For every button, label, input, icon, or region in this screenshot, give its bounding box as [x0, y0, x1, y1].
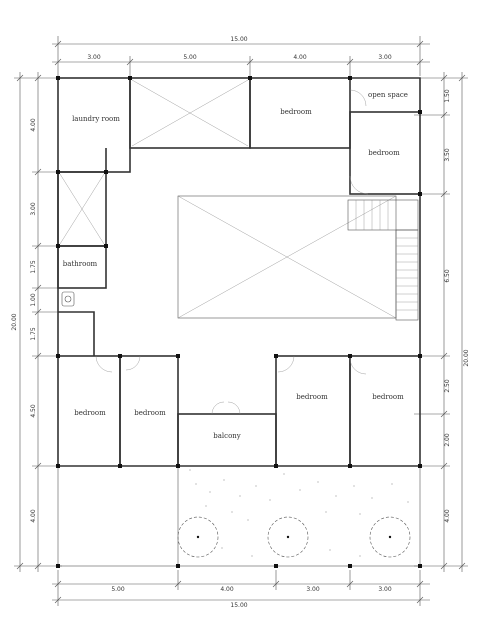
room-label-bedroom-bl2: bedroom [134, 409, 166, 417]
room-label-laundry: laundry room [72, 115, 120, 123]
dim-right-seg-3: 6.50 [444, 269, 451, 283]
tree-icon [369, 516, 411, 558]
room-label-open-space: open space [368, 91, 408, 99]
dim-top-seg-2: 5.00 [183, 54, 197, 61]
room-label-bedroom-br1: bedroom [296, 393, 328, 401]
room-label-bedroom-br2: bedroom [372, 393, 404, 401]
dim-top-total: 15.00 [230, 36, 247, 43]
dim-left-seg-6: 4.50 [30, 404, 37, 418]
dim-bottom-seg-2: 4.00 [220, 586, 234, 593]
dim-top-seg-1: 3.00 [87, 54, 101, 61]
dim-right-seg-6: 4.00 [444, 509, 451, 523]
dim-bottom-total: 15.00 [230, 602, 247, 609]
room-label-balcony: balcony [213, 432, 241, 440]
dimension-bottom: 5.00 4.00 3.00 3.00 15.00 [52, 570, 430, 609]
structural-columns [56, 76, 422, 568]
dimension-left: 20.00 4.00 3.00 1.75 1.00 1.75 4.50 4.00 [11, 72, 62, 572]
room-labels: laundry room bedroom open space bedroom … [63, 91, 408, 440]
tree-icon [177, 516, 219, 558]
room-label-bedroom-bl1: bedroom [74, 409, 106, 417]
walls [57, 77, 421, 567]
garden-trees [177, 516, 411, 558]
dim-left-seg-5: 1.75 [30, 327, 37, 341]
garden-gravel [189, 469, 409, 557]
dim-right-seg-2: 3.50 [444, 148, 451, 162]
dim-right-seg-5: 2.00 [444, 433, 451, 447]
dim-left-seg-4: 1.00 [30, 293, 37, 307]
dim-right-seg-1: 1.50 [444, 89, 451, 103]
door-swings [95, 89, 369, 415]
staircase [347, 199, 419, 321]
tree-icon [267, 516, 309, 558]
dim-left-total: 20.00 [11, 313, 18, 330]
dim-left-seg-1: 4.00 [30, 118, 37, 132]
room-label-bedroom-top: bedroom [280, 108, 312, 116]
dimension-top: 15.00 3.00 5.00 4.00 3.00 [52, 36, 430, 76]
dim-right-total: 20.00 [463, 349, 470, 366]
dim-top-seg-4: 3.00 [378, 54, 392, 61]
dim-bottom-seg-1: 5.00 [111, 586, 125, 593]
room-label-bedroom-right: bedroom [368, 149, 400, 157]
dim-left-seg-7: 4.00 [30, 509, 37, 523]
dim-top-seg-3: 4.00 [293, 54, 307, 61]
bathroom-fixtures [61, 291, 75, 307]
dim-right-seg-4: 2.50 [444, 379, 451, 393]
dim-left-seg-2: 3.00 [30, 202, 37, 216]
room-label-bathroom: bathroom [63, 260, 98, 268]
dim-left-seg-3: 1.75 [30, 260, 37, 274]
dim-bottom-seg-3: 3.00 [306, 586, 320, 593]
dimension-right: 20.00 1.50 3.50 6.50 2.50 2.00 4.00 [414, 72, 470, 572]
dim-bottom-seg-4: 3.00 [378, 586, 392, 593]
